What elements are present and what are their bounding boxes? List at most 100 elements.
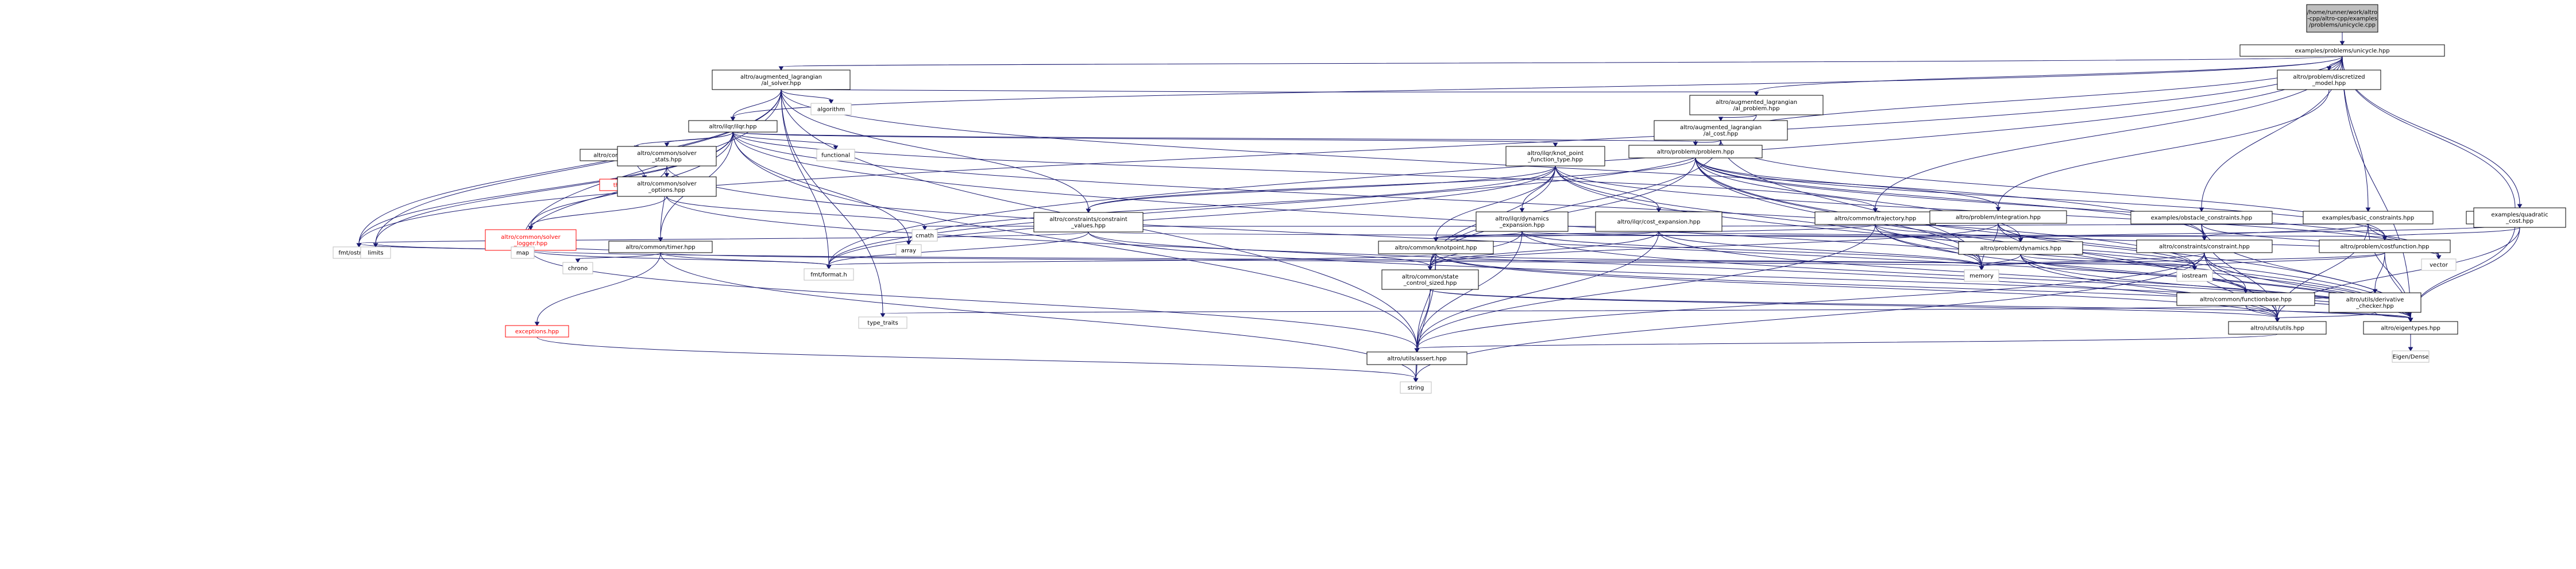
edge-ilqr-to-array bbox=[732, 131, 912, 245]
edge-ilqr-to-trajectory bbox=[732, 131, 1878, 212]
node-label: type_traits bbox=[867, 320, 898, 327]
node-label: altro/utils/assert.hpp bbox=[1387, 356, 1447, 362]
node-state_control[interactable]: altro/common/state_control_sized.hpp bbox=[1381, 269, 1479, 290]
node-al_solver[interactable]: altro/augmented_lagrangian/al_solver.hpp bbox=[712, 69, 851, 90]
edge-basic_constraints-to-constraint bbox=[2202, 223, 2369, 241]
node-label: altro/constraints/constraint.hpp bbox=[2159, 244, 2250, 250]
node-constraint[interactable]: altro/constraints/constraint.hpp bbox=[2136, 239, 2273, 253]
node-label: altro/common/knotpoint.hpp bbox=[1395, 245, 1477, 251]
node-label: functional bbox=[821, 153, 850, 159]
node-label: _options.hpp bbox=[648, 187, 685, 193]
node-label: altro/ilqr/knot_point bbox=[1527, 150, 1584, 157]
node-dyn_expansion[interactable]: altro/ilqr/dynamics_expansion.hpp bbox=[1476, 211, 1569, 232]
node-label: _values.hpp bbox=[1071, 223, 1106, 229]
node-timer[interactable]: altro/common/timer.hpp bbox=[608, 241, 713, 253]
edge-problem-to-costfunction bbox=[1695, 157, 2388, 241]
node-deriv_checker[interactable]: altro/utils/derivative_checker.hpp bbox=[2328, 292, 2421, 313]
node-label: altro/ilqr/dynamics bbox=[1495, 216, 1549, 222]
node-label: examples/obstacle_constraints.hpp bbox=[2151, 215, 2253, 222]
node-label: altro/augmented_lagrangian bbox=[1680, 125, 1762, 131]
node-label: array bbox=[901, 248, 916, 254]
node-solver_stats[interactable]: altro/common/solver_stats.hpp bbox=[617, 146, 717, 167]
node-string: string bbox=[1400, 381, 1432, 394]
edge-ex_uni_hpp-to-al_solver bbox=[778, 56, 2343, 71]
node-label: examples/quadratic bbox=[2491, 212, 2548, 218]
node-label: altro/common/solver bbox=[637, 181, 697, 187]
node-ilqr[interactable]: altro/ilqr/ilqr.hpp bbox=[688, 120, 778, 133]
node-trajectory[interactable]: altro/common/trajectory.hpp bbox=[1814, 211, 1936, 225]
node-utils[interactable]: altro/utils/utils.hpp bbox=[2228, 321, 2327, 335]
edge-ex_unicycle-to-eigentypes bbox=[2408, 223, 2516, 322]
node-basic_constraints[interactable]: examples/basic_constraints.hpp bbox=[2303, 211, 2434, 224]
node-constraint_values[interactable]: altro/constraints/constraint_values.hpp bbox=[1033, 212, 1144, 233]
node-assert[interactable]: altro/utils/assert.hpp bbox=[1366, 351, 1467, 365]
edge-functionbase-to-type_traits bbox=[880, 305, 2246, 318]
node-integration[interactable]: altro/problem/integration.hpp bbox=[1929, 210, 2067, 224]
nodes-layer: /home/runner/work/altro-cpp/altro-cpp/ex… bbox=[333, 4, 2566, 394]
node-fmt_format: fmt/format.h bbox=[804, 268, 854, 281]
edge-ex_uni_hpp-to-eigentypes bbox=[2342, 56, 2413, 322]
node-root[interactable]: /home/runner/work/altro-cpp/altro-cpp/ex… bbox=[2306, 4, 2378, 33]
node-label: altro/utils/derivative bbox=[2346, 297, 2404, 303]
node-map: map bbox=[511, 246, 535, 259]
node-exceptions[interactable]: exceptions.hpp bbox=[505, 325, 569, 338]
node-limits: limits bbox=[360, 246, 391, 259]
node-iostream: iostream bbox=[2176, 269, 2213, 282]
node-quad_cost[interactable]: examples/quadratic_cost.hpp bbox=[2473, 207, 2566, 228]
node-problem[interactable]: altro/problem/problem.hpp bbox=[1628, 145, 1763, 158]
edge-trajectory-to-knotpoint bbox=[1433, 224, 1876, 242]
edge-exceptions-to-string bbox=[536, 336, 1419, 382]
node-label: altro/eigentypes.hpp bbox=[2381, 326, 2440, 332]
node-dynamics[interactable]: altro/problem/dynamics.hpp bbox=[1958, 241, 2083, 255]
node-al_problem[interactable]: altro/augmented_lagrangian/al_problem.hp… bbox=[1689, 95, 1824, 115]
edge-costfunction-to-deriv_checker bbox=[2372, 252, 2385, 293]
node-knot_point_fn[interactable]: altro/ilqr/knot_point_function_type.hpp bbox=[1505, 146, 1605, 167]
node-label: altro/constraints/constraint bbox=[1049, 216, 1127, 223]
node-cost_expansion[interactable]: altro/ilqr/cost_expansion.hpp bbox=[1595, 211, 1723, 232]
edge-timer-to-chrono bbox=[575, 252, 661, 263]
node-solver_options[interactable]: altro/common/solver_options.hpp bbox=[617, 176, 717, 197]
node-label: _model.hpp bbox=[2312, 80, 2346, 87]
edge-al_solver-to-fmt_ostream bbox=[356, 89, 782, 247]
edge-problem-to-integration bbox=[1695, 157, 2001, 211]
edge-timer-to-string bbox=[660, 252, 1419, 382]
edge-costfunction-to-memory bbox=[1979, 252, 2385, 270]
node-label: /problems/unicycle.cpp bbox=[2309, 22, 2376, 29]
node-al_cost[interactable]: altro/augmented_lagrangian/al_cost.hpp bbox=[1654, 120, 1788, 141]
node-label: /al_cost.hpp bbox=[1704, 131, 1738, 137]
node-label: /al_problem.hpp bbox=[1733, 106, 1780, 112]
node-label: exceptions.hpp bbox=[515, 329, 559, 335]
node-label: Eigen/Dense bbox=[2393, 354, 2429, 361]
node-label: altro/ilqr/ilqr.hpp bbox=[709, 124, 757, 130]
node-chrono: chrono bbox=[562, 262, 593, 274]
edge-discretized-to-integration bbox=[1995, 89, 2330, 211]
node-label: string bbox=[1408, 385, 1424, 392]
edge-solver_logger-to-assert bbox=[530, 250, 1420, 353]
node-label: _cost.hpp bbox=[2505, 218, 2533, 224]
node-obstacle[interactable]: examples/obstacle_constraints.hpp bbox=[2130, 211, 2273, 224]
node-label: altro/problem/costfunction.hpp bbox=[2341, 244, 2430, 250]
node-label: vector bbox=[2430, 262, 2448, 269]
node-functionbase[interactable]: altro/common/functionbase.hpp bbox=[2176, 292, 2315, 306]
node-label: algorithm bbox=[817, 107, 845, 113]
node-eigentypes[interactable]: altro/eigentypes.hpp bbox=[2363, 321, 2458, 335]
node-ex_uni_hpp[interactable]: examples/problems/unicycle.hpp bbox=[2239, 44, 2445, 57]
edge-knot_point_fn-to-cost_expansion bbox=[1555, 165, 1662, 212]
node-functional: functional bbox=[816, 149, 855, 161]
node-label: fmt/format.h bbox=[810, 272, 847, 278]
node-knotpoint[interactable]: altro/common/knotpoint.hpp bbox=[1378, 241, 1494, 254]
node-memory: memory bbox=[1964, 269, 1999, 282]
node-label: altro/common/functionbase.hpp bbox=[2200, 297, 2292, 303]
edge-al_solver-to-limits bbox=[373, 89, 782, 247]
node-costfunction[interactable]: altro/problem/costfunction.hpp bbox=[2319, 239, 2451, 253]
node-label: _function_type.hpp bbox=[1527, 157, 1582, 163]
edge-problem-to-constraint_values bbox=[1086, 157, 1696, 213]
node-label: altro/common/solver bbox=[501, 234, 561, 241]
node-label: cmath bbox=[916, 233, 934, 239]
node-label: limits bbox=[368, 250, 383, 257]
node-discretized[interactable]: altro/problem/discretized_model.hpp bbox=[2277, 69, 2381, 90]
edge-al_problem-to-al_cost bbox=[1718, 114, 1757, 121]
edge-assert-to-string bbox=[1413, 364, 1419, 382]
node-label: /al_solver.hpp bbox=[762, 80, 801, 87]
